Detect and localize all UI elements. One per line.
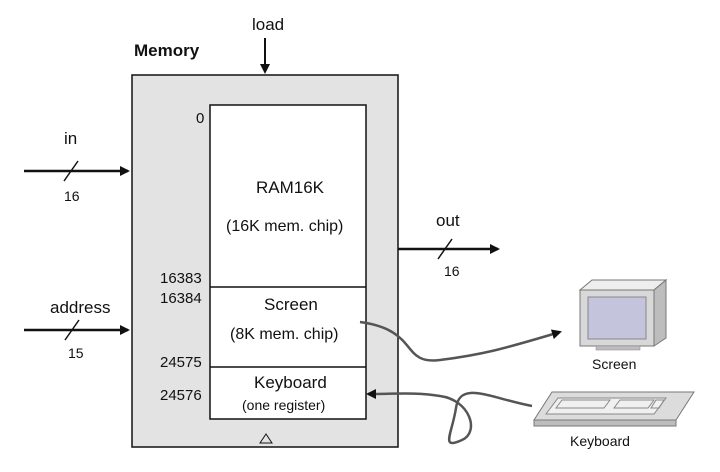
memory-map-column [209, 104, 367, 420]
screen-segment-title: Screen [264, 295, 318, 314]
address-label: address [50, 298, 110, 317]
keyboard-device-label: Keyboard [570, 433, 630, 449]
keyboard-segment-title: Keyboard [254, 373, 327, 392]
ram16k-segment: RAM16K (16K mem. chip) [226, 178, 343, 235]
address-16383: 16383 [160, 270, 202, 287]
keyboard-segment-subtitle: (one register) [242, 397, 325, 413]
load-label: load [252, 15, 284, 34]
clock-triangle-icon [259, 433, 273, 444]
in-width: 16 [64, 188, 80, 204]
memory-title: Memory [134, 41, 200, 60]
address-bus-slash [64, 319, 80, 341]
in-label: in [64, 129, 77, 148]
address-16384: 16384 [160, 290, 202, 307]
out-label: out [436, 211, 460, 230]
keyboard-segment: Keyboard (one register) [242, 373, 327, 413]
ram16k-subtitle: (16K mem. chip) [226, 218, 343, 235]
address-24576: 24576 [160, 387, 202, 404]
address-width: 15 [68, 345, 84, 361]
keyboard-cable [366, 388, 533, 445]
screen-segment-subtitle: (8K mem. chip) [230, 326, 338, 343]
out-bus-slash [437, 238, 453, 260]
address-0: 0 [196, 110, 204, 127]
screen-cable [359, 320, 562, 362]
address-24575: 24575 [160, 354, 202, 371]
screen-segment: Screen (8K mem. chip) [230, 295, 338, 343]
ram16k-title: RAM16K [256, 178, 325, 197]
in-bus-slash [63, 160, 79, 182]
monitor-icon [578, 278, 668, 351]
keyboard-icon [533, 391, 695, 427]
out-width: 16 [444, 263, 460, 279]
screen-device-label: Screen [592, 356, 636, 372]
